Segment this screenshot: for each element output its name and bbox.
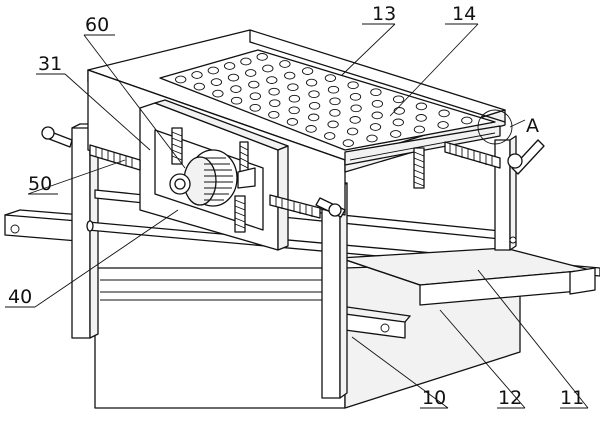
- label-14: 14: [452, 3, 476, 25]
- plate-hole: [349, 116, 361, 124]
- plate-hole: [288, 94, 301, 103]
- plate-hole: [438, 109, 450, 118]
- plate-hole: [212, 89, 224, 98]
- plate-hole: [327, 85, 340, 94]
- label-13: 13: [372, 3, 396, 25]
- plate-hole: [269, 99, 281, 108]
- plate-hole: [240, 57, 252, 66]
- plate-hole: [415, 114, 427, 122]
- plate-springs: [413, 147, 425, 189]
- plate-hole: [350, 104, 362, 113]
- plate-hole: [346, 127, 359, 136]
- frame-springs: [171, 127, 249, 233]
- plate-hole: [308, 101, 321, 110]
- plate-hole: [175, 75, 187, 84]
- left-threaded-rod: [89, 144, 141, 171]
- plate-hole: [268, 87, 280, 96]
- plate-rail: [344, 125, 501, 166]
- plate-hole: [349, 92, 362, 101]
- plate-hole: [279, 60, 291, 68]
- plate-hole: [249, 92, 261, 101]
- plate-hole: [413, 125, 426, 134]
- plate-hole: [392, 95, 405, 104]
- plate-hole: [461, 116, 473, 125]
- perforated-plate: [159, 49, 496, 151]
- plate-hole: [371, 99, 384, 108]
- plate-hole: [249, 103, 261, 112]
- plate-hole: [288, 106, 300, 115]
- plate-hole: [342, 139, 354, 147]
- plate-hole: [256, 53, 268, 61]
- plate-hole: [369, 123, 382, 131]
- plate-hole: [371, 111, 383, 120]
- plate-hole: [262, 64, 274, 73]
- plate-hole: [329, 108, 341, 117]
- frame-rear-post: [494, 135, 517, 251]
- front-threaded-rod: [269, 194, 321, 219]
- leader-lines: [5, 23, 589, 409]
- label-31: 31: [38, 53, 62, 75]
- plate-hole: [210, 78, 223, 86]
- plate-hole: [207, 66, 219, 75]
- label-60: 60: [85, 14, 109, 36]
- plate-hole: [305, 125, 317, 133]
- plate-hole: [393, 107, 405, 115]
- label-11: 11: [560, 387, 584, 409]
- plate-hole: [230, 96, 243, 105]
- plate-hole: [284, 71, 296, 80]
- detail-circle-a: [477, 109, 513, 145]
- label-12: 12: [498, 387, 522, 409]
- label-40: 40: [8, 286, 32, 308]
- plate-hole: [245, 69, 257, 77]
- plate-hole: [223, 62, 236, 70]
- plate-hole: [366, 134, 378, 143]
- plate-hole: [227, 73, 240, 82]
- right-tray: [339, 247, 596, 306]
- plate-hole: [437, 121, 449, 129]
- plate-hole: [266, 76, 278, 84]
- plate-hole: [329, 97, 341, 106]
- left-handle[interactable]: [41, 126, 73, 148]
- plate-hole: [308, 113, 320, 122]
- plate-hole: [191, 71, 203, 79]
- plate-hole: [390, 130, 402, 138]
- plate-hole: [324, 74, 337, 82]
- right-threaded-rod: [444, 141, 501, 169]
- label-50: 50: [28, 173, 52, 195]
- plate-hole: [230, 85, 242, 93]
- plate-hole: [347, 81, 359, 90]
- plate-hole: [305, 78, 318, 87]
- plate-hole: [370, 88, 382, 97]
- vibration-motor: [169, 149, 256, 207]
- plate-hole: [392, 118, 404, 127]
- plate-hole: [415, 102, 428, 111]
- plate-hole: [193, 82, 205, 91]
- label-10: 10: [422, 387, 446, 409]
- plate-hole: [248, 80, 260, 89]
- plate-hole: [268, 110, 280, 119]
- right-handle[interactable]: [507, 139, 545, 175]
- front-handle[interactable]: [315, 197, 346, 218]
- plate-hole: [286, 118, 299, 126]
- plate-hole: [301, 67, 314, 75]
- plate-hole: [308, 90, 320, 99]
- plate-hole: [287, 83, 299, 92]
- label-A: A: [526, 115, 539, 137]
- front-bar: [329, 305, 411, 339]
- plate-hole: [327, 120, 339, 129]
- plate-hole: [324, 132, 336, 140]
